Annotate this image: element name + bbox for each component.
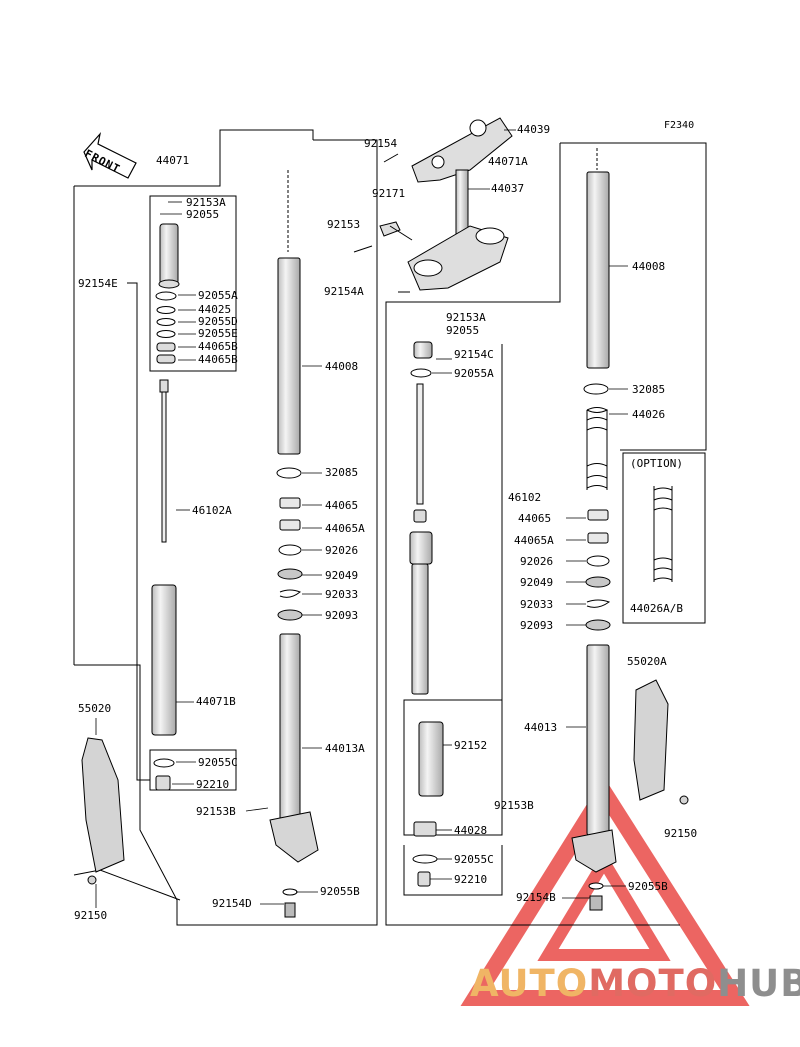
watermark-text-moto: MOTO (588, 962, 718, 1005)
part-label-92055e: 92055E (198, 327, 238, 340)
part-label-92026-left: 92026 (325, 544, 359, 557)
part-label-92055-right: 92055 (446, 324, 480, 337)
boundary-lines (73, 129, 707, 926)
part-label-44026ab: 44026A/B (630, 602, 683, 615)
left-cartridge-parts (151, 223, 180, 791)
part-label-92049-left: 92049 (325, 569, 359, 582)
watermark-logo (460, 777, 750, 1006)
option-label: (OPTION) (630, 457, 683, 470)
part-label-92154e: 92154E (78, 277, 118, 290)
part-label-92055d: 92055D (198, 315, 238, 328)
watermark-text-auto: AUTO (470, 962, 589, 1005)
part-label-44065a-left: 44065A (325, 522, 365, 535)
part-label-44039: 44039 (517, 123, 551, 136)
part-label-44065a-right: 44065A (514, 534, 554, 547)
part-label-92033-right: 92033 (520, 598, 554, 611)
part-label-92055a-right: 92055A (454, 367, 494, 380)
part-label-44065-right: 44065 (518, 512, 552, 525)
part-label-92055a-left: 92055A (198, 289, 238, 302)
part-label-44013a: 44013A (325, 742, 365, 755)
part-label-44037: 44037 (491, 182, 525, 195)
part-label-92026-right: 92026 (520, 555, 554, 568)
leader-lines (95, 129, 628, 908)
part-label-44071: 44071 (156, 154, 190, 167)
part-label-92171: 92171 (372, 187, 406, 200)
part-label-44026: 44026 (632, 408, 666, 421)
part-label-44065b-1: 44065B (198, 340, 238, 353)
part-label-92093-left: 92093 (325, 609, 359, 622)
part-label-46102a: 46102A (192, 504, 232, 517)
part-label-92055b-left: 92055B (320, 885, 360, 898)
right-fork-guard (633, 679, 689, 805)
part-label-92055c-right: 92055C (454, 853, 494, 866)
part-label-92152: 92152 (454, 739, 488, 752)
left-fork-guard (81, 737, 125, 885)
part-label-92153a-right: 92153A (446, 311, 486, 324)
part-label-92210-right: 92210 (454, 873, 488, 886)
part-label-92153a-left: 92153A (186, 196, 226, 209)
part-label-44065b-2: 44065B (198, 353, 238, 366)
part-label-46102: 46102 (508, 491, 542, 504)
part-label-92154c: 92154C (454, 348, 494, 361)
part-label-92153: 92153 (327, 218, 361, 231)
part-label-55020: 55020 (78, 702, 112, 715)
part-label-92154a: 92154A (324, 285, 364, 298)
option-spring (653, 486, 673, 582)
right-fork-tubes (571, 148, 617, 911)
part-label-92055c-left: 92055C (198, 756, 238, 769)
part-label-92153b-left: 92153B (196, 805, 236, 818)
part-label-92154: 92154 (364, 137, 398, 150)
left-fork-tubes (269, 170, 319, 918)
part-label-44008-right: 44008 (632, 260, 666, 273)
watermark-text-hub: HUB (717, 962, 800, 1005)
part-label-92055b-right: 92055B (628, 880, 668, 893)
part-label-44071a: 44071A (488, 155, 528, 168)
part-label-32085-left: 32085 (325, 466, 359, 479)
right-cartridge-parts (409, 341, 444, 887)
part-label-92150-right: 92150 (664, 827, 698, 840)
part-label-44065-left: 44065 (325, 499, 359, 512)
part-label-92210-left: 92210 (196, 778, 230, 791)
part-label-92049-right: 92049 (520, 576, 554, 589)
watermark-text: AUTOMOTOHUB (470, 962, 800, 1005)
part-label-92150-left: 92150 (74, 909, 108, 922)
figure-code: F2340 (664, 120, 695, 131)
part-label-44025: 44025 (198, 303, 232, 316)
front-arrow-icon (83, 131, 137, 179)
part-label-92154d: 92154D (212, 897, 252, 910)
triple-clamp-assembly (353, 117, 513, 293)
part-label-92055-left: 92055 (186, 208, 220, 221)
part-label-92093-right: 92093 (520, 619, 554, 632)
part-label-44013: 44013 (524, 721, 558, 734)
part-label-44008-left: 44008 (325, 360, 359, 373)
part-label-32085-right: 32085 (632, 383, 666, 396)
part-label-92153b-right: 92153B (494, 799, 534, 812)
part-label-92154b: 92154B (516, 891, 556, 904)
part-label-92033-left: 92033 (325, 588, 359, 601)
part-label-55020a: 55020A (627, 655, 667, 668)
part-label-44071b: 44071B (196, 695, 236, 708)
part-label-44028: 44028 (454, 824, 488, 837)
